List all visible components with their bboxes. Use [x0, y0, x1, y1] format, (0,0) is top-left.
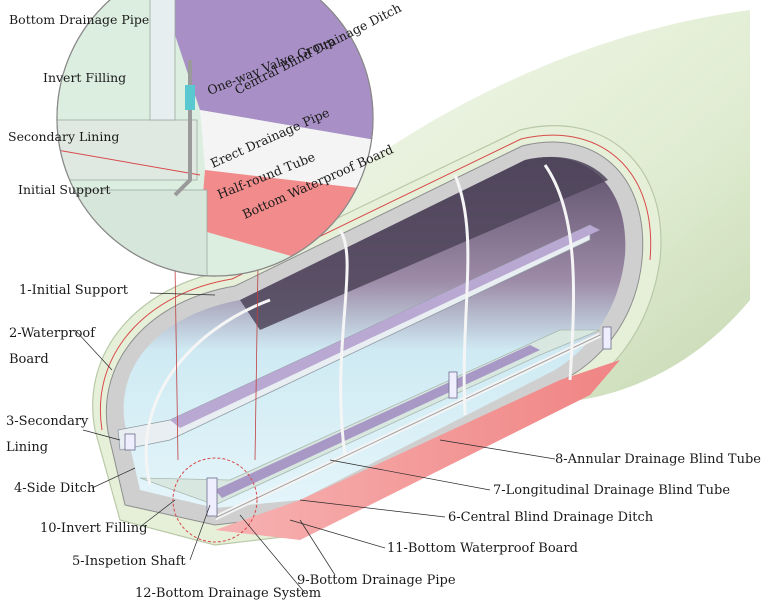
annular-tube-1: [144, 298, 271, 486]
callout-waterproof-board-2: Board: [9, 352, 49, 367]
side-ditch-opening: [124, 433, 136, 451]
central-ditch: [215, 345, 540, 498]
bottom-waterproof-board: [215, 360, 620, 540]
callout-annular-drainage-blind-tube: 8-Annular Drainage Blind Tube: [555, 452, 761, 467]
annular-tube-4: [543, 164, 576, 381]
callout-bottom-drainage-pipe: 9-Bottom Drainage Pipe: [297, 573, 456, 588]
callout-bottom-drainage-system: 12-Bottom Drainage System: [135, 586, 322, 601]
callout-leaders: [74, 292, 556, 594]
callout-waterproof-board: 2-Waterproof: [9, 326, 96, 341]
inset-label-initial-support: Initial Support: [18, 182, 111, 197]
annular-tube-3: [453, 174, 470, 416]
waterproof-board-line: [100, 134, 652, 431]
callout-secondary-lining-2: Lining: [6, 440, 49, 455]
callout-initial-support: 1-Initial Support: [19, 283, 128, 298]
inspection-shaft-1: [206, 477, 218, 517]
callout-side-ditch: 4-Side Ditch: [14, 481, 96, 496]
callout-longitudinal-drainage-blind-tube: 7-Longitudinal Drainage Blind Tube: [493, 483, 731, 498]
side-ditch-cover: [170, 225, 600, 428]
annular-tube-2: [338, 229, 349, 456]
crown-shadow-band: [240, 156, 608, 330]
callout-inspection-shaft: 5-Inspetion Shaft: [72, 554, 186, 569]
longitudinal-pipe-edge: [214, 334, 601, 519]
inset-label-secondary-lining: Secondary Lining: [8, 129, 120, 144]
callout-secondary-lining: 3-Secondary: [6, 414, 89, 429]
inset-label-invert-filling: Invert Filling: [43, 70, 127, 85]
detail-highlight-circle: [172, 457, 258, 543]
callout-central-blind-drainage-ditch: 6-Central Blind Drainage Ditch: [448, 510, 654, 525]
detail-leader-2: [254, 264, 259, 461]
inspection-shaft-2: [448, 371, 458, 399]
detail-leader-1: [174, 264, 179, 461]
inset-label-bottom-drainage-pipe: Bottom Drainage Pipe: [9, 12, 150, 27]
callout-bottom-waterproof-board: 11-Bottom Waterproof Board: [387, 541, 578, 556]
callout-invert-filling: 10-Invert Filling: [40, 521, 148, 536]
inspection-shaft-3: [602, 326, 612, 350]
